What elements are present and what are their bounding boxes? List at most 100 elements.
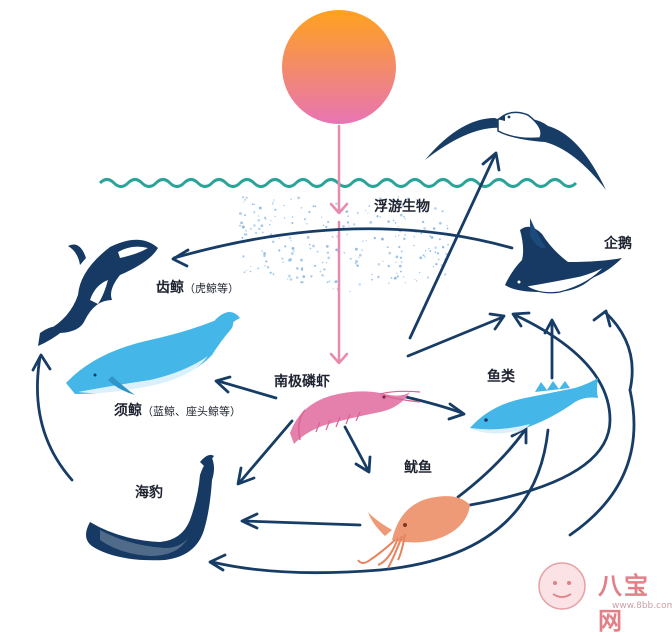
plankton-dot [270,233,273,235]
plankton-dot [393,209,395,211]
plankton-dot [388,282,390,284]
plankton-dot [400,270,402,273]
plankton-dot [354,262,357,265]
watermark-logo-icon [538,562,586,610]
plankton-dot [436,252,440,255]
plankton-dot [274,215,276,218]
plankton-dot [432,266,435,268]
plankton-dot [395,255,399,259]
plankton-dot [290,252,294,255]
plankton-dot [288,258,292,262]
plankton-dot [269,224,271,226]
plankton-dot [260,225,263,228]
plankton-dot [438,238,441,241]
squid-label: 鱿鱼 [404,460,432,476]
plankton-dot [387,220,390,223]
plankton-dot [278,249,281,252]
plankton-dot [326,251,330,255]
plankton-dot [300,268,304,271]
plankton-dot [270,219,272,222]
plankton-dot [426,208,430,212]
plankton-dot [272,273,275,276]
plankton-dot [313,264,317,268]
plankton-dot [401,204,405,208]
krill-label: 南极磷虾 [274,374,330,390]
plankton-dot [258,206,262,210]
plankton-dot [308,210,311,214]
plankton-dot [283,204,285,207]
plankton-dot [263,252,267,256]
plankton-dot [244,214,247,217]
plankton-dot [419,256,423,260]
plankton-dot [394,222,397,224]
plankton-dot [437,258,440,261]
plankton-dot [376,215,379,218]
plankton-dot [418,271,421,274]
squid-icon [357,496,470,569]
plankton-dot [415,198,418,201]
food-web-diagram [31,10,636,610]
plankton-dot [446,243,450,246]
plankton-dot [321,216,323,218]
plankton-dot [423,227,427,230]
penguin-icon [505,218,622,294]
plankton-dot [251,203,254,206]
plankton-dot [395,235,397,238]
plankton-dot [371,273,373,276]
plankton-dot [282,261,284,263]
plankton-dot [331,235,334,238]
plankton-dot [323,268,326,271]
plankton-dot [254,231,258,235]
plankton-dot [321,261,324,264]
plankton-dot [257,215,260,217]
plankton-dot [434,251,437,254]
plankton-dot [243,271,246,274]
toothed-whale-label: 齿鲸（虎鲸等） [156,281,239,295]
plankton-dot [396,272,398,274]
plankton-dot [365,239,367,242]
plankton-dot [371,278,373,281]
plankton-dot [300,281,303,284]
plankton-dot [377,263,381,266]
plankton-dot [386,246,389,249]
plankton-dot [367,212,369,214]
penguin-label: 企鹅 [604,236,632,252]
plankton-dot [416,280,418,282]
plankton-dot [291,215,294,218]
plankton-dot [446,227,449,230]
plankton-dot [253,203,256,206]
plankton-dot [241,236,244,239]
plankton-dot [322,224,325,227]
plankton-dot [397,225,399,228]
plankton-dot [245,230,247,232]
plankton-dot [422,209,425,211]
plankton-dot [399,213,403,217]
plankton-dot [310,275,313,278]
plankton-dot [346,210,349,213]
plankton-dot [296,267,299,270]
plankton-dot [403,215,405,218]
plankton-dot [271,203,274,205]
plankton-dot [390,199,393,203]
plankton-dot [284,245,287,248]
seal-icon [86,454,214,561]
plankton-dot [287,274,291,278]
plankton-dot [300,258,303,262]
plankton-dot [265,260,268,263]
plankton-dot [377,276,380,279]
plankton-dot [242,256,244,258]
plankton-dot [352,223,356,226]
plankton-dot [435,262,438,266]
plankton-dot [238,212,242,215]
plankton-dot [434,246,438,249]
plankton-dot [327,256,331,260]
plankton-dot [399,256,403,259]
plankton-dot [432,227,436,230]
plankton-dot [283,217,286,219]
plankton-dot [308,243,311,246]
plankton-dot [297,196,300,200]
plankton-dot [274,208,277,212]
krill-icon [290,390,421,444]
plankton-dot [241,225,245,229]
plankton-dot [420,232,423,235]
